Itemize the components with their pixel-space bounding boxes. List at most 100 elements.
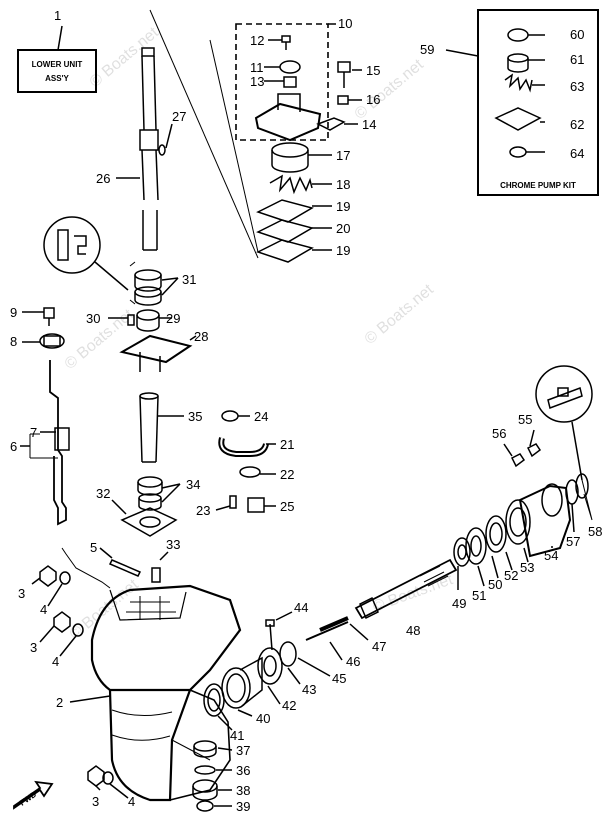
label-17: 17: [336, 148, 350, 163]
label-4b: 4: [52, 654, 59, 669]
water-inlet-parts: [215, 410, 276, 513]
label-24: 24: [254, 409, 268, 424]
label-38: 38: [236, 783, 250, 798]
label-49: 49: [452, 596, 466, 611]
label-51: 51: [472, 588, 486, 603]
label-43: 43: [302, 682, 316, 697]
label-19a: 19: [336, 199, 350, 214]
label-7: 7: [30, 425, 37, 440]
label-40: 40: [256, 711, 270, 726]
label-19b: 19: [336, 243, 350, 258]
label-45: 45: [332, 671, 346, 686]
label-31: 31: [182, 272, 196, 287]
watermark-1: © Boats.net: [87, 24, 163, 91]
water-tube: [139, 392, 184, 463]
label-37: 37: [236, 743, 250, 758]
label-14: 14: [362, 117, 376, 132]
watermark-2: © Boats.net: [352, 56, 428, 123]
part-labels: 1 2 3 3 3 4 4 4 5 6 7 8 9 10 11 12 13 14…: [10, 8, 602, 814]
label-29: 29: [166, 311, 180, 326]
drive-shaft: [116, 9, 259, 259]
label-15: 15: [366, 63, 380, 78]
label-61: 61: [570, 52, 584, 67]
label-28: 28: [194, 329, 208, 344]
label-59: 59: [420, 42, 434, 57]
pins: [99, 547, 169, 583]
bearing-31: [129, 261, 179, 306]
label-25: 25: [280, 499, 294, 514]
bolt-and-washer: [337, 61, 362, 105]
oil-seal-housing: [108, 309, 197, 372]
label-10: 10: [338, 16, 352, 31]
label-21: 21: [280, 437, 294, 452]
label-64: 64: [570, 146, 584, 161]
lower-unit-housing: [61, 547, 242, 802]
label-46: 46: [346, 654, 360, 669]
label-3b: 3: [30, 640, 37, 655]
label-50: 50: [488, 577, 502, 592]
label-63: 63: [570, 79, 584, 94]
label-54: 54: [544, 548, 558, 563]
label-3c: 3: [92, 794, 99, 809]
label-42: 42: [282, 698, 296, 713]
label-4c: 4: [128, 794, 135, 809]
label-39: 39: [236, 799, 250, 814]
label-62: 62: [570, 117, 584, 132]
label-4a: 4: [40, 602, 47, 617]
label-11: 11: [250, 60, 264, 75]
inset-detail-seal: [535, 365, 593, 481]
label-12: 12: [250, 33, 264, 48]
chrome-pump-kit-label: CHROME PUMP KIT: [500, 181, 576, 190]
watermark-4: © Boats.net: [362, 281, 438, 348]
label-60: 60: [570, 27, 584, 42]
label-56: 56: [492, 426, 506, 441]
water-pump-assembly: [235, 23, 358, 142]
label-52: 52: [504, 568, 518, 583]
chrome-pump-kit-box: CHROME PUMP KIT: [445, 9, 599, 196]
pump-stack: [209, 39, 332, 263]
label-8: 8: [10, 334, 17, 349]
label-5: 5: [90, 540, 97, 555]
label-18: 18: [336, 177, 350, 192]
label-30: 30: [86, 311, 100, 326]
propeller-shaft-parts: [203, 611, 369, 731]
label-9: 9: [10, 305, 17, 320]
label-13: 13: [250, 74, 264, 89]
lower-unit-label-box: LOWER UNIT ASS'Y: [17, 25, 97, 93]
bearing-housing-parts: [465, 473, 593, 587]
shift-rod-assembly: [20, 307, 70, 526]
fwd-arrow: FWD: [13, 780, 54, 810]
label-20: 20: [336, 221, 350, 236]
label-53: 53: [520, 560, 534, 575]
bolts-washers: [31, 565, 129, 799]
label-32: 32: [96, 486, 110, 501]
label-27: 27: [172, 109, 186, 124]
label-55: 55: [518, 412, 532, 427]
bushings-and-plate: [111, 476, 181, 537]
label-6: 6: [10, 439, 17, 454]
label-58: 58: [588, 524, 602, 539]
label-16: 16: [366, 92, 380, 107]
svg-text:ASS'Y: ASS'Y: [45, 74, 69, 83]
label-3a: 3: [18, 586, 25, 601]
label-36: 36: [236, 763, 250, 778]
label-1: 1: [54, 8, 61, 23]
lower-gear-parts: [192, 740, 233, 812]
label-22: 22: [280, 467, 294, 482]
label-44: 44: [294, 600, 308, 615]
label-41: 41: [230, 728, 244, 743]
label-48: 48: [406, 623, 420, 638]
propeller-shaft: [354, 537, 471, 620]
svg-text:LOWER UNIT: LOWER UNIT: [32, 60, 83, 69]
label-33: 33: [166, 537, 180, 552]
label-35: 35: [188, 409, 202, 424]
label-2: 2: [56, 695, 63, 710]
inset-detail-bearing: [43, 216, 129, 291]
label-26: 26: [96, 171, 110, 186]
label-34: 34: [186, 477, 200, 492]
label-57: 57: [566, 534, 580, 549]
housing-bolts: [503, 429, 542, 468]
label-23: 23: [196, 503, 210, 518]
label-47: 47: [372, 639, 386, 654]
